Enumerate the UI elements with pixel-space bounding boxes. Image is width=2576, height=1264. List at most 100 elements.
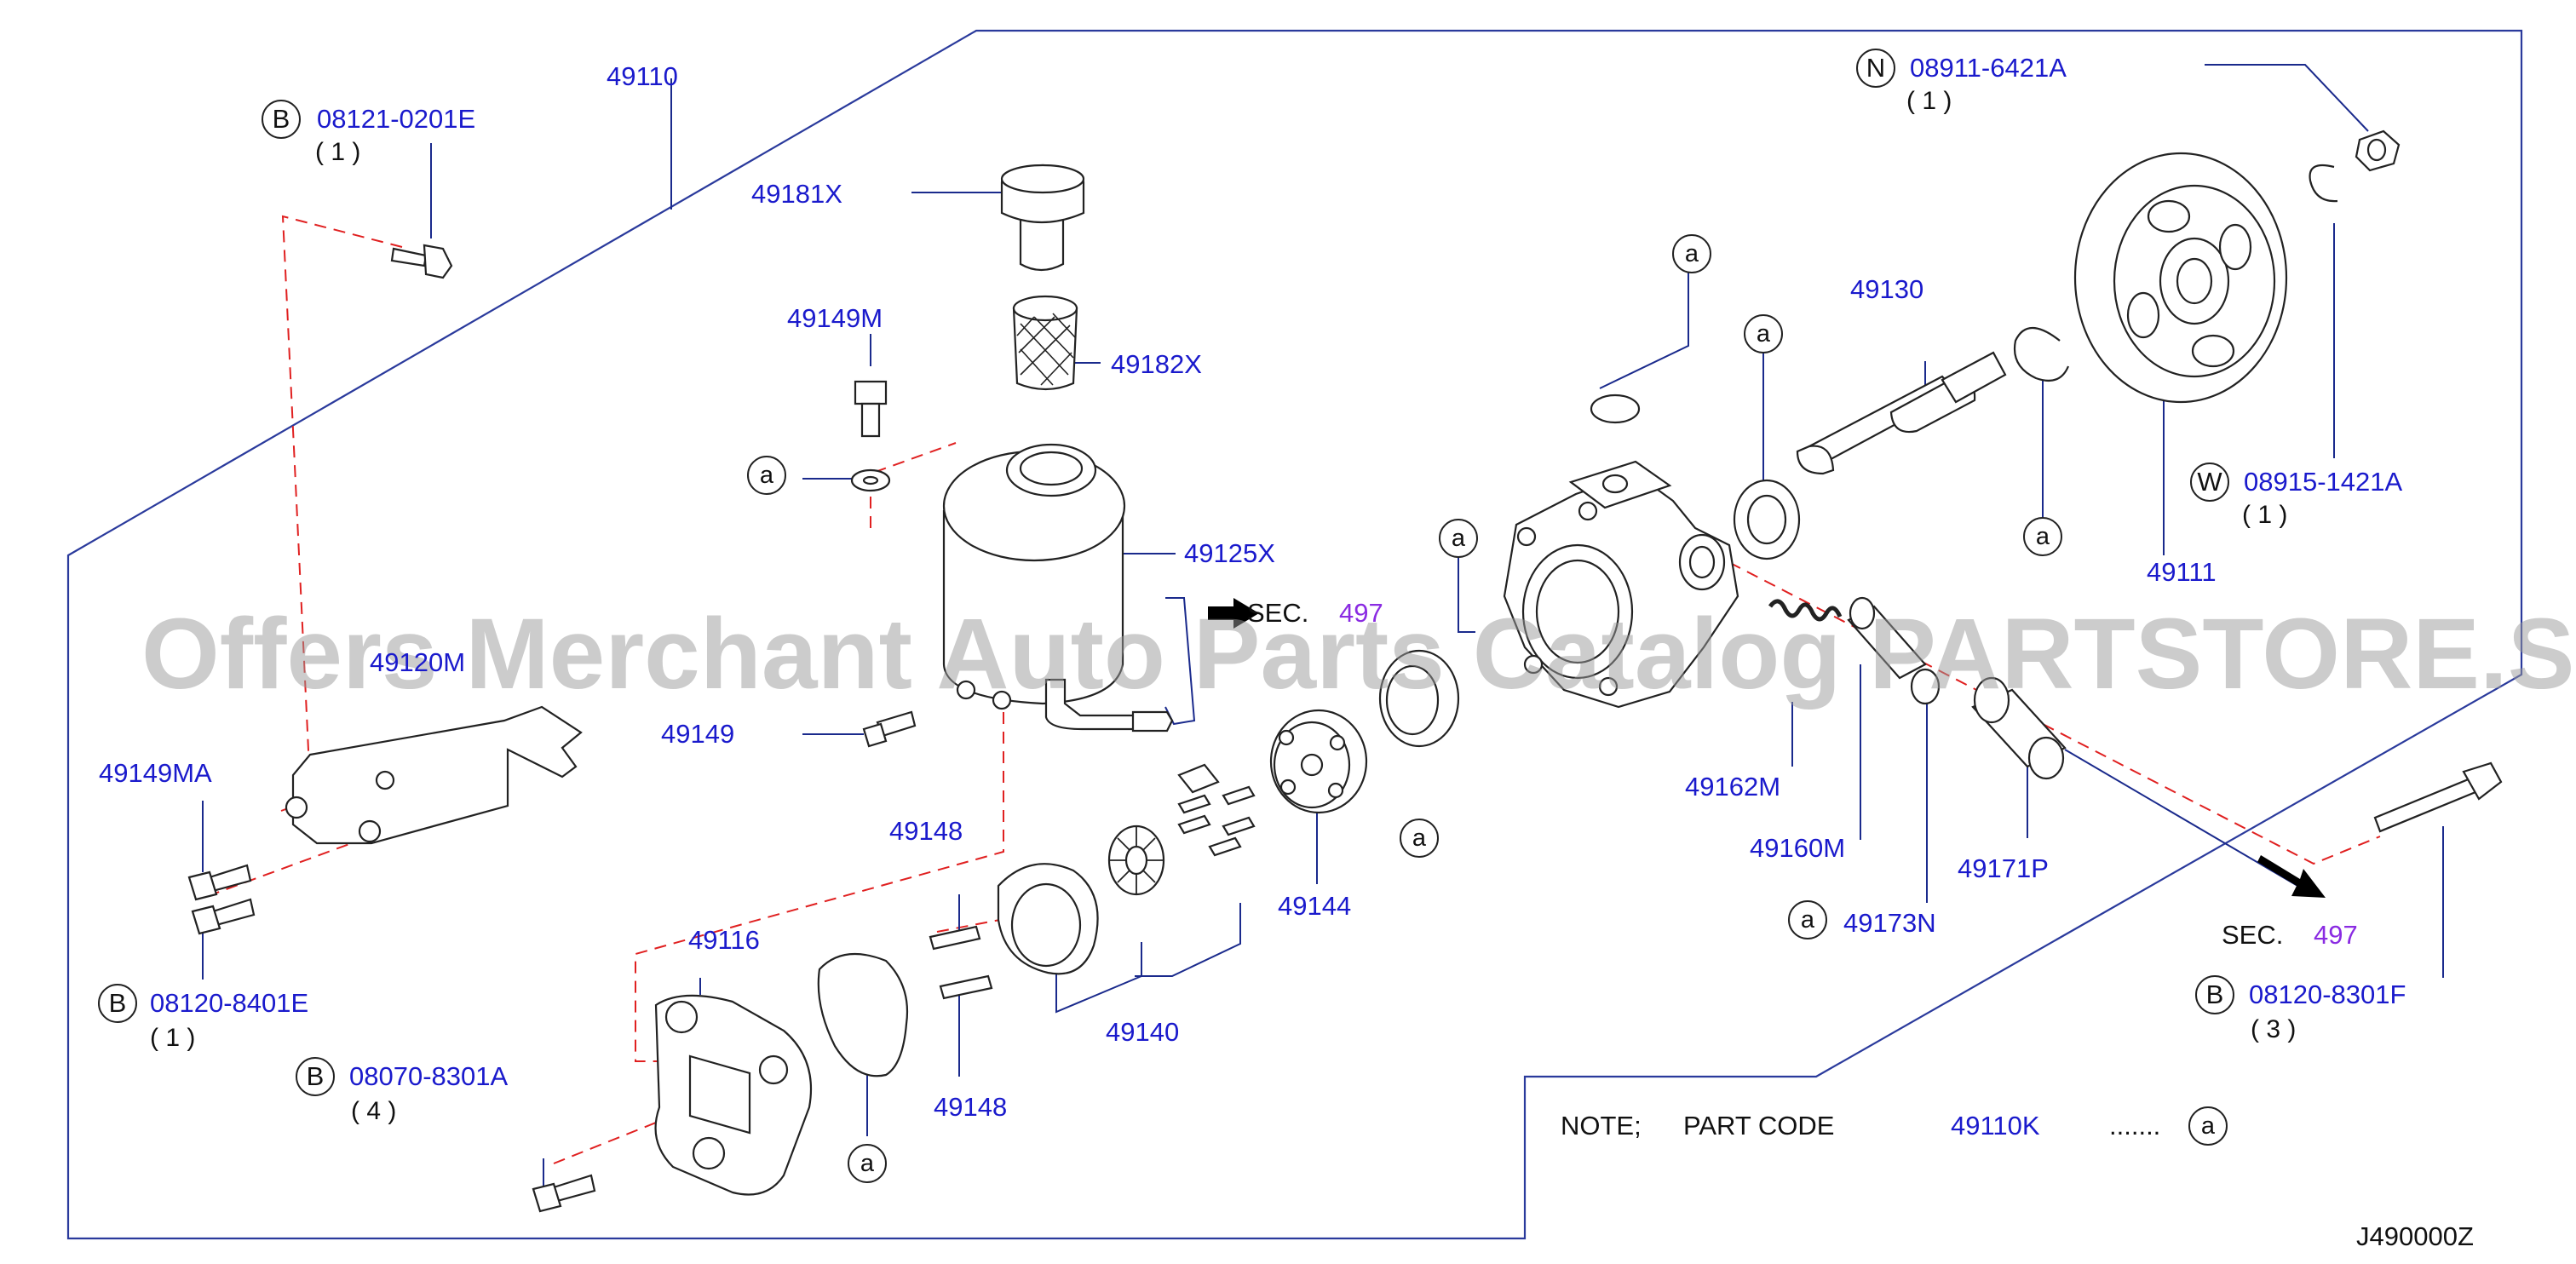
sec-number-lower: 497 xyxy=(2314,920,2358,950)
fastener-qty: ( 1 ) xyxy=(1906,87,1952,115)
gasket-part xyxy=(817,952,909,1077)
seal-ring-part xyxy=(1378,649,1460,748)
cover-bolt-part xyxy=(532,1174,596,1213)
bracket-bolt-upper-part xyxy=(187,864,252,901)
pulley-washer-part xyxy=(2309,164,2338,203)
label-bolt-49149: 49149 xyxy=(661,719,734,749)
label-reservoir-cap: 49181X xyxy=(751,179,842,209)
fastener-bolt-cover: B 08070-8301A ( 4 ) xyxy=(296,1057,508,1125)
side-plate-part xyxy=(1269,709,1368,814)
bracket-part xyxy=(285,705,583,845)
assembly-frame xyxy=(66,29,2523,1240)
label-oring: 49173N xyxy=(1843,908,1936,938)
fastener-code: 08070-8301A xyxy=(349,1061,508,1091)
reservoir-cap-part xyxy=(1000,164,1085,272)
a-marker-snap-ring: a xyxy=(2023,517,2062,556)
watermark: Offers Merchant Auto Parts Catalog PARTS… xyxy=(141,598,2576,710)
a-marker-note: a xyxy=(2188,1106,2228,1146)
fastener-prefix: N xyxy=(1866,53,1885,83)
connector-part xyxy=(1971,676,2067,780)
rotor-part xyxy=(1107,824,1165,896)
pump-body-part xyxy=(1503,460,1739,709)
a-marker-oring: a xyxy=(1788,900,1827,939)
oil-seal-part xyxy=(1733,479,1801,560)
svg-text:a: a xyxy=(1801,906,1815,934)
a-marker-reservoir: a xyxy=(747,456,786,495)
label-pulley-shaft: 49130 xyxy=(1850,274,1923,304)
fastener-qty: ( 1 ) xyxy=(315,138,360,166)
note-prefix: NOTE; xyxy=(1561,1111,1642,1140)
strainer-part xyxy=(1012,295,1078,391)
pulley-part xyxy=(2073,152,2288,404)
svg-text:a: a xyxy=(2036,523,2050,550)
washer-part xyxy=(850,468,891,492)
fastener-code: 08121-0201E xyxy=(317,104,475,134)
oring-part xyxy=(1910,668,1941,705)
svg-text:a: a xyxy=(1412,824,1427,852)
pin-upper-part xyxy=(929,925,981,951)
note-line: NOTE; PART CODE 49110K ....... xyxy=(1561,1111,2160,1140)
note-part-code: 49110K xyxy=(1951,1111,2040,1140)
fastener-code: 08915-1421A xyxy=(2244,467,2402,497)
note-part-code-label: PART CODE xyxy=(1683,1111,1834,1140)
cam-ring-part xyxy=(997,863,1099,975)
a-markers: a a a a a a a a xyxy=(747,234,2228,1183)
fastener-prefix: B xyxy=(2206,980,2224,1009)
svg-text:a: a xyxy=(1685,240,1699,267)
bracket-bolt-lower-part xyxy=(191,898,256,935)
sec-arrow-upper xyxy=(1208,598,1259,629)
fastener-nut-pulley: N 08911-6421A ( 1 ) xyxy=(1856,49,2067,115)
fastener-qty: ( 3 ) xyxy=(2251,1015,2296,1043)
label-cartridge-kit: 49140 xyxy=(1106,1017,1179,1047)
fastener-prefix: B xyxy=(273,104,290,134)
a-marker-seal-top: a xyxy=(1439,519,1478,558)
svg-text:a: a xyxy=(760,462,774,489)
top-bolt-part xyxy=(390,244,453,279)
label-connector: 49171P xyxy=(1958,853,2049,883)
label-pump-assy: 49110 xyxy=(607,61,678,91)
fastener-qty: ( 1 ) xyxy=(2242,501,2287,529)
svg-text:a: a xyxy=(2201,1112,2216,1140)
a-marker-cover: a xyxy=(848,1144,887,1183)
reservoir-bolt-part xyxy=(854,380,888,438)
spring-part xyxy=(1768,599,1843,622)
seal-disc-part xyxy=(1590,394,1641,424)
shaft-part xyxy=(1796,351,2007,475)
fastener-prefix: B xyxy=(307,1061,325,1091)
svg-text:a: a xyxy=(1452,525,1466,552)
fastener-qty: ( 1 ) xyxy=(150,1024,195,1052)
pulley-nut-part xyxy=(2355,129,2401,172)
label-reservoir-bolt: 49149M xyxy=(787,303,883,333)
fastener-code: 08911-6421A xyxy=(1910,53,2067,83)
bolt-49149-part xyxy=(862,710,917,748)
pin-lower-part xyxy=(939,974,993,1000)
label-side-plate: 49144 xyxy=(1278,891,1351,921)
label-spring: 49162M xyxy=(1685,772,1780,801)
fastener-qty: ( 4 ) xyxy=(351,1097,396,1125)
snap-ring-part xyxy=(2013,327,2070,382)
fastener-bolt-bracket: B 08120-8401E ( 1 ) xyxy=(98,984,308,1052)
vanes-part xyxy=(1177,763,1256,857)
sec-number-upper: 497 xyxy=(1339,598,1383,628)
diagram-code: J490000Z xyxy=(2356,1221,2474,1251)
note-dots: ....... xyxy=(2109,1111,2160,1140)
label-pulley: 49111 xyxy=(2147,557,2217,587)
fastener-bolt-long: B 08120-8301F ( 3 ) xyxy=(2195,975,2406,1043)
svg-text:a: a xyxy=(1757,320,1771,348)
label-pin-upper: 49148 xyxy=(889,816,963,846)
label-strainer: 49182X xyxy=(1111,349,1202,379)
sec-label-upper: SEC. xyxy=(1247,598,1308,628)
label-bracket: 49120M xyxy=(370,647,465,677)
reservoir-part xyxy=(942,443,1174,733)
rear-cover-part xyxy=(654,994,813,1196)
label-pin-lower: 49148 xyxy=(934,1092,1007,1122)
fastener-washer-pulley: W 08915-1421A ( 1 ) xyxy=(2190,463,2402,529)
fastener-code: 08120-8401E xyxy=(150,988,308,1018)
fastener-code: 08120-8301F xyxy=(2249,980,2406,1009)
long-bolt-part xyxy=(2373,761,2503,833)
a-marker-body-top: a xyxy=(1672,234,1711,273)
svg-text:a: a xyxy=(860,1150,875,1177)
label-rear-cover: 49116 xyxy=(688,925,760,955)
sec-arrow-lower xyxy=(2257,855,2326,898)
